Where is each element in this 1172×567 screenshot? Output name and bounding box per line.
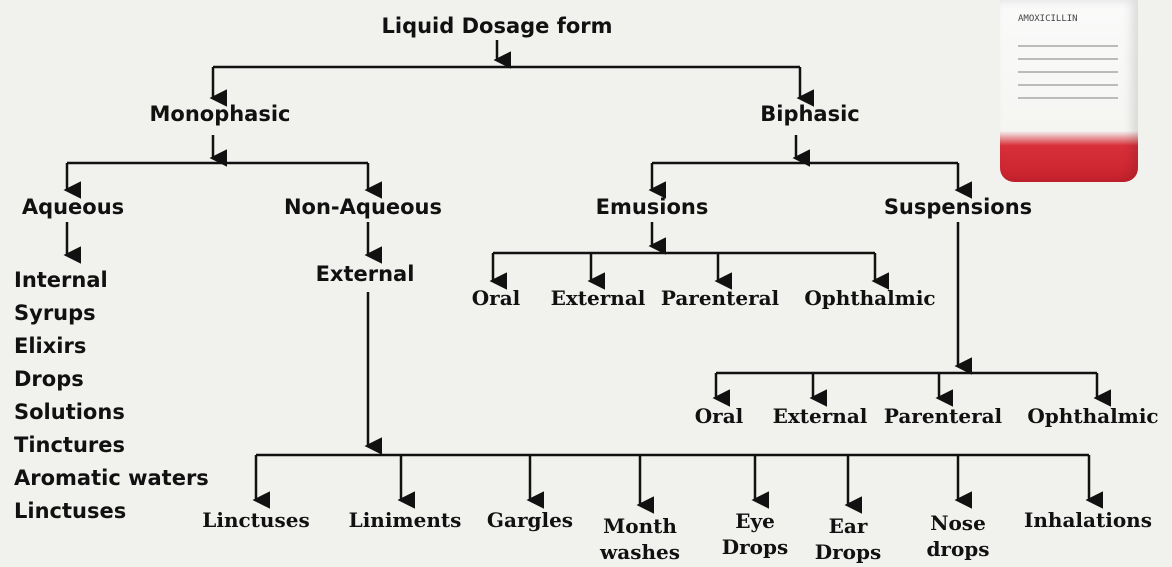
bottle-label: AMOXICILLIN: [1018, 14, 1118, 24]
leaf-month-washes: Month washes: [595, 513, 685, 565]
suspension-oral: Oral: [695, 406, 744, 426]
node-monophasic: Monophasic: [149, 104, 290, 125]
list-item: Aromatic waters: [14, 462, 209, 495]
suspension-parenteral: Parenteral: [884, 406, 1002, 426]
root-title: Liquid Dosage form: [381, 16, 612, 37]
node-aqueous: Aqueous: [22, 197, 124, 218]
leaf-gargles: Gargles: [487, 510, 573, 530]
bottle-label-lines: [1018, 34, 1118, 110]
leaf-nose-drops: Nose drops: [923, 510, 993, 562]
node-emulsions: Emusions: [596, 197, 709, 218]
node-non-aqueous: Non-Aqueous: [284, 197, 442, 218]
leaf-inhalations: Inhalations: [1024, 510, 1152, 530]
list-item: Drops: [14, 363, 209, 396]
suspension-external: External: [773, 406, 868, 426]
suspension-ophthalmic: Ophthalmic: [1027, 406, 1158, 426]
list-item: Tinctures: [14, 429, 209, 462]
emulsion-ophthalmic: Ophthalmic: [804, 288, 935, 308]
medicine-bottle-image: AMOXICILLIN: [1000, 0, 1138, 182]
node-suspensions: Suspensions: [884, 197, 1032, 218]
list-item: Solutions: [14, 396, 209, 429]
node-biphasic: Biphasic: [760, 104, 860, 125]
leaf-ear-drops: Ear Drops: [813, 513, 883, 565]
emulsion-oral: Oral: [472, 288, 521, 308]
node-external: External: [316, 264, 415, 285]
emulsion-parenteral: Parenteral: [661, 288, 779, 308]
internal-heading: Internal: [14, 264, 209, 297]
list-item: Syrups: [14, 297, 209, 330]
leaf-eye-drops: Eye Drops: [720, 508, 790, 560]
internal-list: Internal Syrups Elixirs Drops Solutions …: [14, 264, 209, 528]
list-item: Linctuses: [14, 495, 209, 528]
emulsion-external: External: [551, 288, 646, 308]
leaf-linctuses: Linctuses: [202, 510, 309, 530]
leaf-liniments: Liniments: [349, 510, 462, 530]
list-item: Elixirs: [14, 330, 209, 363]
